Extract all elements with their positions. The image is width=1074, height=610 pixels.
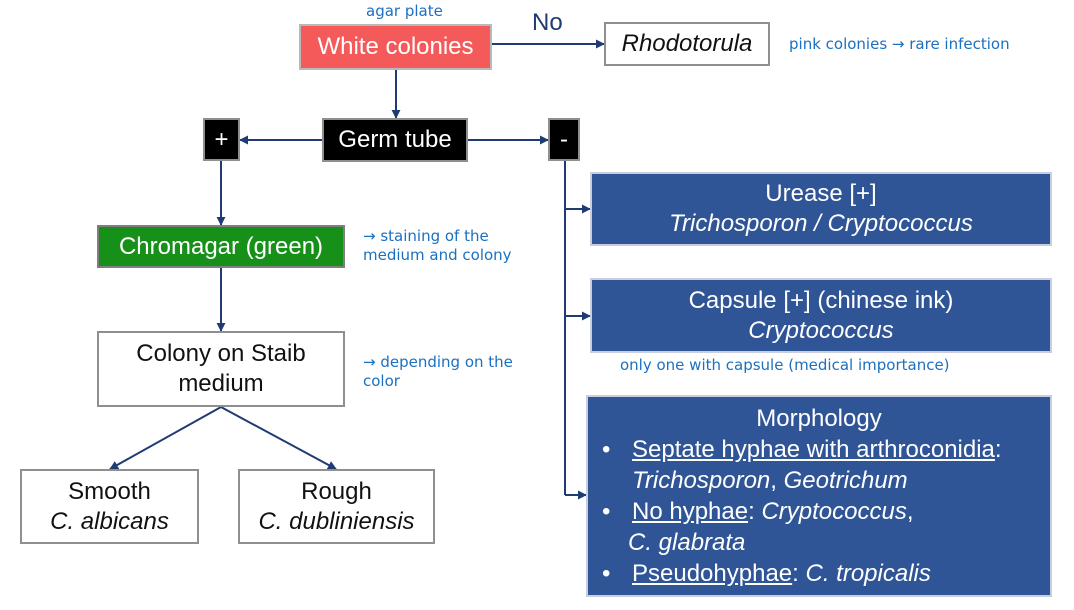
rough-line2: C. dubliniensis (258, 507, 415, 535)
germ-tube-box: Germ tube (322, 118, 468, 162)
no-hyphae-genus-a: Cryptococcus (761, 498, 907, 525)
smooth-box: Smooth C. albicans (20, 469, 199, 544)
note-pink-colonies: pink colonies → rare infection (789, 35, 1010, 53)
staib-medium-box: Colony on Staib medium (97, 331, 345, 407)
bullet-icon: • (602, 560, 611, 587)
capsule-line2: Cryptococcus (748, 316, 894, 344)
note-staining-line1: → staining of the (363, 227, 489, 245)
plus-box: + (203, 118, 240, 161)
plus-text: + (214, 125, 229, 153)
note-capsule-only-one: only one with capsule (medical importanc… (620, 356, 950, 374)
morphology-list: • Septate hyphae with arthroconidia: Tri… (588, 434, 1050, 589)
septate-sep: : (994, 436, 1002, 463)
urease-line2: Trichosporon / Cryptococcus (669, 210, 973, 237)
germ-tube-text: Germ tube (338, 126, 452, 153)
chromagar-box: Chromagar (green) (97, 225, 345, 268)
morphology-item-pseudohyphae: • Pseudohyphae: C. tropicalis (588, 558, 1050, 589)
no-hyphae-genus-b: C. glabrata (628, 529, 746, 556)
no-hyphae-comma: , (906, 498, 914, 525)
white-colonies-box: White colonies (299, 24, 492, 70)
note-agar-plate: agar plate (366, 2, 443, 20)
rhodotorula-box: Rhodotorula (604, 22, 770, 66)
bullet-icon: • (602, 498, 611, 525)
pseudohyphae-genus: C. tropicalis (805, 560, 931, 587)
septate-comma: , (770, 467, 784, 494)
rough-line1: Rough (301, 477, 372, 505)
staib-line1: Colony on Staib (136, 340, 306, 367)
morphology-item-no-hyphae: • No hyphae: Cryptococcus, C. glabrata (588, 496, 1050, 558)
capsule-line1: Capsule [+] (chinese ink) (688, 286, 954, 314)
edge-label-no: No (532, 9, 563, 36)
morphology-item-septate: • Septate hyphae with arthroconidia: Tri… (588, 434, 1050, 496)
no-hyphae-label: No hyphae (632, 498, 749, 525)
morphology-title: Morphology (756, 405, 882, 432)
no-hyphae-sep: : (748, 498, 762, 525)
septate-genus-a: Trichosporon (632, 467, 771, 494)
septate-genus-b: Geotrichum (783, 467, 908, 494)
pseudohyphae-label: Pseudohyphae (632, 560, 793, 587)
note-depending-color: → depending on the color (363, 353, 513, 391)
bullet-icon: • (602, 436, 611, 463)
note-depending-line2: color (363, 372, 400, 390)
septate-label: Septate hyphae with arthroconidia (632, 436, 995, 463)
note-staining-line2: medium and colony (363, 246, 512, 264)
smooth-line1: Smooth (68, 477, 151, 505)
arrow-staib-to-rough (220, 406, 337, 470)
minus-box: - (548, 118, 580, 161)
urease-line1: Urease [+] (765, 180, 877, 207)
staib-line2: medium (178, 370, 264, 397)
note-depending-line1: → depending on the (363, 353, 513, 371)
morphology-box: Morphology • Septate hyphae with arthroc… (586, 395, 1052, 597)
rhodotorula-text: Rhodotorula (621, 30, 753, 57)
capsule-box: Capsule [+] (chinese ink) Cryptococcus (590, 278, 1052, 353)
white-colonies-text: White colonies (317, 33, 474, 60)
smooth-line2: C. albicans (50, 507, 169, 535)
rough-box: Rough C. dubliniensis (238, 469, 435, 544)
chromagar-text: Chromagar (green) (118, 232, 324, 260)
arrow-staib-to-smooth (109, 406, 222, 470)
minus-text: - (560, 125, 568, 153)
note-staining: → staining of the medium and colony (363, 227, 512, 265)
urease-box: Urease [+] Trichosporon / Cryptococcus (590, 172, 1052, 246)
pseudohyphae-sep: : (792, 560, 806, 587)
